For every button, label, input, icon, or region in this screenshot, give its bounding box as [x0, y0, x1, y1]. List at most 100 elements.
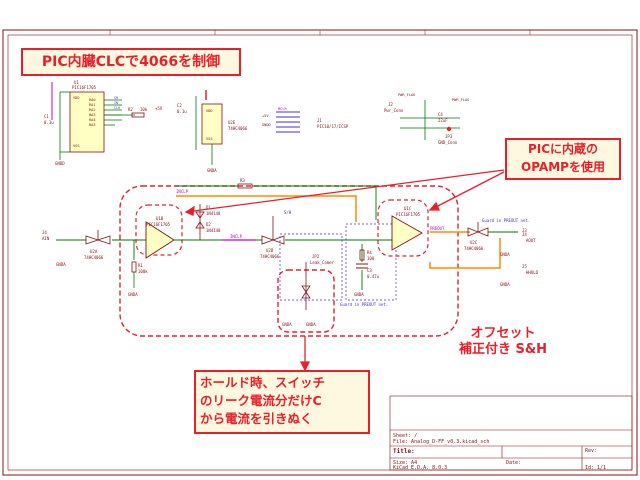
r3-ref: R3 [240, 178, 245, 183]
jp2-value: Leak_Comer [310, 260, 335, 265]
j2-value: Pwr_Conn [384, 108, 404, 113]
j4-ref: J4 [522, 232, 527, 237]
tb-kicad: KiCad E.D.A. 8.0.3 [393, 465, 448, 471]
jp3-ref: JP3 [445, 134, 453, 139]
guard-left-label: Guard in PREOUT net. [340, 302, 388, 307]
sh-annotation: オフセット 補正付き S&H [448, 326, 558, 357]
u1b-opamp-symbol [145, 221, 175, 259]
c4-value: 22uF [438, 118, 448, 123]
u2c-ref: U2C [470, 240, 478, 245]
sh-annotation-line2: 補正付き S&H [458, 341, 548, 357]
u2e-gnd: GNDA [207, 168, 217, 173]
opamp-callout: PICに内蔵の OPAMPを使用 [505, 138, 621, 180]
u2e-value: 74HC4066 [228, 126, 248, 131]
r2-ref: R2 [128, 107, 133, 112]
u1-wires [59, 91, 135, 160]
u1-pin-ra2: RA2 [89, 108, 96, 112]
j5-value: HHOLD [526, 270, 539, 275]
j4in-ref: J4 [42, 230, 47, 235]
leak-callout-line2: のリーク電流分だけC [200, 393, 322, 408]
r4-resistor [359, 249, 365, 261]
gnd-out1: GNDA [500, 252, 510, 257]
j1-vcc: +5V [262, 114, 269, 118]
guard-right-label: Guard in PREOUT net. [482, 218, 530, 223]
c2-value: 0.1u [177, 109, 187, 114]
sh-annotation-line1: オフセット [470, 326, 536, 341]
u1-pin-ra4: RA4 [89, 118, 96, 122]
pwr-flag-dot [446, 126, 452, 132]
title-block [389, 395, 633, 471]
tb-date: Date: [506, 460, 522, 466]
u2e-ref: U2E [228, 120, 236, 125]
plus5v-label: +5V [155, 106, 163, 111]
r2-resistor [131, 112, 145, 118]
u2a-ref: U2A [90, 249, 98, 254]
j1-ref: J1 [317, 118, 322, 123]
guard-box-right [345, 223, 397, 301]
d1-ref: D1 [206, 205, 211, 210]
mclr-label: MCLR [278, 107, 287, 111]
r2-value: 10k [140, 107, 148, 112]
leak-callout: ホールド時、スイッチ のリーク電流分だけC から電流を引きぬく [194, 370, 370, 434]
gnd-c3: GNDA [354, 292, 364, 297]
guard-net [176, 195, 501, 269]
svg-text:IN: IN [114, 101, 118, 105]
jp2-symbol [301, 262, 311, 310]
inclp-top: INCLP [176, 189, 189, 194]
d2-value: 1N4148 [206, 228, 221, 233]
leak-callout-line3: から電流を引きぬく [200, 411, 313, 426]
gnd-leak2: GNDA [306, 322, 316, 327]
u1-pin-ra5: RA5 [89, 123, 96, 127]
column-markers [109, 30, 531, 35]
opamp-callout-line1: PICに内蔵の [527, 142, 599, 156]
preout-label: PREOUT [430, 226, 445, 231]
u2c-switch-symbol [467, 222, 489, 237]
r4-ref: R4 [367, 250, 372, 255]
pwr-flag2: PWR_FLAG [452, 98, 469, 102]
c1-value: 0.1u [44, 120, 54, 125]
u2a-switch-symbol [85, 230, 111, 245]
j5-ref: J5 [522, 264, 527, 269]
u1c-ref: U1C [404, 206, 412, 211]
ain-label: AIN [42, 236, 50, 241]
u1c-value: PIC16F1705 [396, 212, 421, 217]
c3-capacitor [356, 263, 368, 269]
u1-pic-symbol [69, 91, 105, 153]
u2c-value: 74HC4066 [464, 246, 484, 251]
tb-id: Id: 1/1 [585, 465, 607, 471]
c2-ref: C2 [177, 103, 182, 108]
u1-pin-ra0: RA0 [89, 98, 96, 102]
r4-value: 100 [367, 256, 375, 261]
signal-wires [174, 185, 392, 290]
u1-ref: U1 [74, 80, 79, 85]
j2-ref: J2 [388, 102, 393, 107]
opamp-callout-line2: OPAMPを使用 [521, 160, 605, 174]
gnd-leak1: GNDA [282, 322, 292, 327]
gnd-r1: GNDA [128, 292, 138, 297]
c1-ref: C1 [44, 114, 49, 119]
r1-resistor [131, 261, 137, 273]
svg-text:SH: SH [114, 96, 118, 100]
gndd-label: GNDD [55, 161, 65, 166]
opamp2-boundary [377, 199, 429, 257]
input-wires [56, 239, 146, 260]
j1-icsp-wires [276, 111, 300, 133]
j1-gnd: GNDD [262, 123, 271, 127]
jp2-ref: JP2 [312, 254, 320, 259]
u2b-value: 74HC4066 [260, 254, 280, 259]
u1b-value: PIC16F1705 [146, 222, 171, 227]
tb-title: Title: [393, 448, 415, 455]
j1-value: PIC10/17/ICSP [317, 124, 349, 129]
d2-ref: D2 [206, 222, 211, 227]
svg-text:CLK: CLK [114, 106, 121, 110]
u2e-vss: VSS [206, 137, 213, 141]
u1c-opamp-symbol [391, 215, 423, 251]
c3-value: 0.47u [367, 274, 380, 279]
inclp-bottom: INCLP [230, 234, 243, 239]
r1-ref: R1 [138, 263, 143, 268]
tb-rev: Rev: [585, 448, 598, 454]
j4-value: AOUT [526, 238, 536, 243]
u2a-value: 74HC4066 [84, 255, 104, 260]
